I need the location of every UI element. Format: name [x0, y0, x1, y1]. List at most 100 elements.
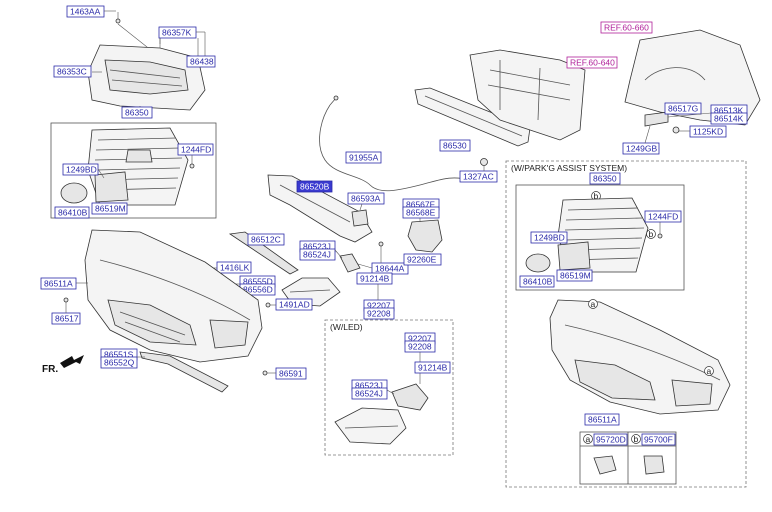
- grille-right: [525, 197, 663, 273]
- label-86514K: 86514K: [710, 112, 748, 125]
- label-r-86350: 86350: [589, 172, 621, 185]
- label-86530: 86530: [439, 139, 471, 152]
- label-86591: 86591: [275, 367, 307, 380]
- label-1249BD: 1249BD: [62, 163, 99, 176]
- svg-text:86514K: 86514K: [714, 114, 744, 124]
- svg-text:91214B: 91214B: [360, 274, 390, 284]
- label-1327AC: 1327AC: [459, 170, 498, 183]
- svg-text:86524J: 86524J: [355, 389, 383, 399]
- lower-lip: [139, 351, 229, 393]
- svg-text:18644A: 18644A: [375, 264, 405, 274]
- label-86593A: 86593A: [347, 192, 385, 205]
- garnish-strip: [228, 231, 299, 275]
- label-1463AA: 1463AA: [66, 5, 105, 18]
- label-r-86511A: 86511A: [584, 413, 620, 426]
- svg-text:91955A: 91955A: [349, 153, 379, 163]
- clip-1327AC: [480, 158, 488, 166]
- svg-text:86513K: 86513K: [714, 106, 744, 116]
- svg-text:86517: 86517: [55, 314, 79, 324]
- svg-text:86591: 86591: [279, 369, 303, 379]
- label-92208: 92208: [363, 307, 395, 320]
- sensor-b-icon: [643, 455, 665, 475]
- label-ref-640: REF.60-640: [566, 56, 618, 69]
- callout-b-top: b: [594, 191, 599, 201]
- label-r-1244FD: 1244FD: [644, 210, 682, 223]
- bumper-beam: [414, 87, 531, 147]
- label-1249GB: 1249GB: [622, 142, 660, 155]
- wled-frame: [324, 319, 454, 456]
- sensor-wiring: [319, 95, 471, 192]
- svg-text:86410B: 86410B: [58, 208, 88, 218]
- svg-text:1249GB: 1249GB: [626, 144, 658, 154]
- label-1125KD: 1125KD: [689, 125, 727, 138]
- svg-text:86350: 86350: [593, 174, 617, 184]
- svg-text:92208: 92208: [367, 309, 391, 319]
- svg-text:REF.60-640: REF.60-640: [570, 58, 615, 68]
- label-86357K: 86357K: [158, 26, 197, 39]
- svg-text:REF.60-660: REF.60-660: [604, 23, 649, 33]
- svg-text:86410B: 86410B: [523, 277, 553, 287]
- callout-a-top: a: [591, 299, 596, 309]
- svg-text:86523J: 86523J: [355, 381, 383, 391]
- label-86350: 86350: [121, 106, 153, 119]
- label-1491AD: 1491AD: [275, 298, 313, 311]
- part-95700F: 95700F: [644, 435, 673, 445]
- callout-a-side: a: [707, 366, 712, 376]
- svg-text:86519M: 86519M: [95, 204, 126, 214]
- label-1416LK: 1416LK: [216, 261, 252, 274]
- svg-text:92208: 92208: [408, 342, 432, 352]
- svg-text:1416LK: 1416LK: [220, 263, 250, 273]
- label-86552Q: 86552Q: [100, 356, 138, 369]
- sensor-a-icon: [593, 455, 617, 475]
- svg-text:86551S: 86551S: [104, 350, 134, 360]
- arrow-icon: [60, 355, 84, 368]
- lower-cover-assembly: [87, 12, 206, 117]
- svg-text:1249BD: 1249BD: [534, 233, 565, 243]
- svg-text:FR.: FR.: [42, 364, 58, 375]
- svg-text:92207: 92207: [367, 301, 391, 311]
- svg-text:1463AA: 1463AA: [70, 7, 101, 17]
- svg-text:86438: 86438: [190, 57, 214, 67]
- svg-text:86357K: 86357K: [162, 28, 192, 38]
- svg-text:1244FD: 1244FD: [648, 212, 678, 222]
- svg-text:86524J: 86524J: [303, 250, 331, 260]
- callout-b-side: b: [649, 229, 654, 239]
- svg-text:86353C: 86353C: [57, 67, 87, 77]
- label-1244FD: 1244FD: [177, 143, 214, 156]
- side-bracket: [644, 111, 669, 127]
- svg-text:86556D: 86556D: [243, 285, 273, 295]
- svg-text:86511A: 86511A: [44, 279, 73, 289]
- svg-text:86555D: 86555D: [243, 277, 273, 287]
- svg-text:86552Q: 86552Q: [104, 358, 135, 368]
- svg-text:1244FD: 1244FD: [181, 145, 211, 155]
- callout-b-table: b: [634, 434, 639, 444]
- fog-lamp: [281, 253, 361, 307]
- label-86517G: 86517G: [664, 102, 702, 115]
- svg-text:86512C: 86512C: [251, 235, 281, 245]
- label-r-86410B: 86410B: [519, 275, 555, 288]
- sensor-table: a 95720D b 95700F: [579, 431, 677, 485]
- label-86517: 86517: [51, 312, 81, 325]
- parking-assist-caption: (W/PARK'G ASSIST SYSTEM): [511, 163, 627, 173]
- label-86438: 86438: [186, 55, 216, 68]
- svg-text:86530: 86530: [443, 141, 467, 151]
- parking-assist-frame: [505, 160, 747, 488]
- svg-text:86593A: 86593A: [351, 194, 381, 204]
- grille-detail-frame: [50, 122, 217, 219]
- label-91955A: 91955A: [345, 151, 382, 164]
- label-ref-660: REF.60-660: [600, 21, 653, 34]
- svg-text:1249BD: 1249BD: [66, 165, 97, 175]
- front-bumper-right: [549, 299, 731, 415]
- grille-detail-frame-right: [515, 184, 685, 291]
- svg-text:91214B: 91214B: [418, 363, 448, 373]
- label-91214B: 91214B: [356, 272, 393, 285]
- svg-text:92207: 92207: [408, 334, 432, 344]
- svg-text:1125KD: 1125KD: [693, 127, 723, 137]
- svg-text:86520B: 86520B: [300, 182, 330, 192]
- label-86353C: 86353C: [53, 65, 92, 78]
- front-direction-marker: FR.: [42, 355, 84, 375]
- svg-text:92260E: 92260E: [407, 255, 437, 265]
- radiator-support: [469, 49, 586, 141]
- svg-text:86511A: 86511A: [588, 415, 617, 425]
